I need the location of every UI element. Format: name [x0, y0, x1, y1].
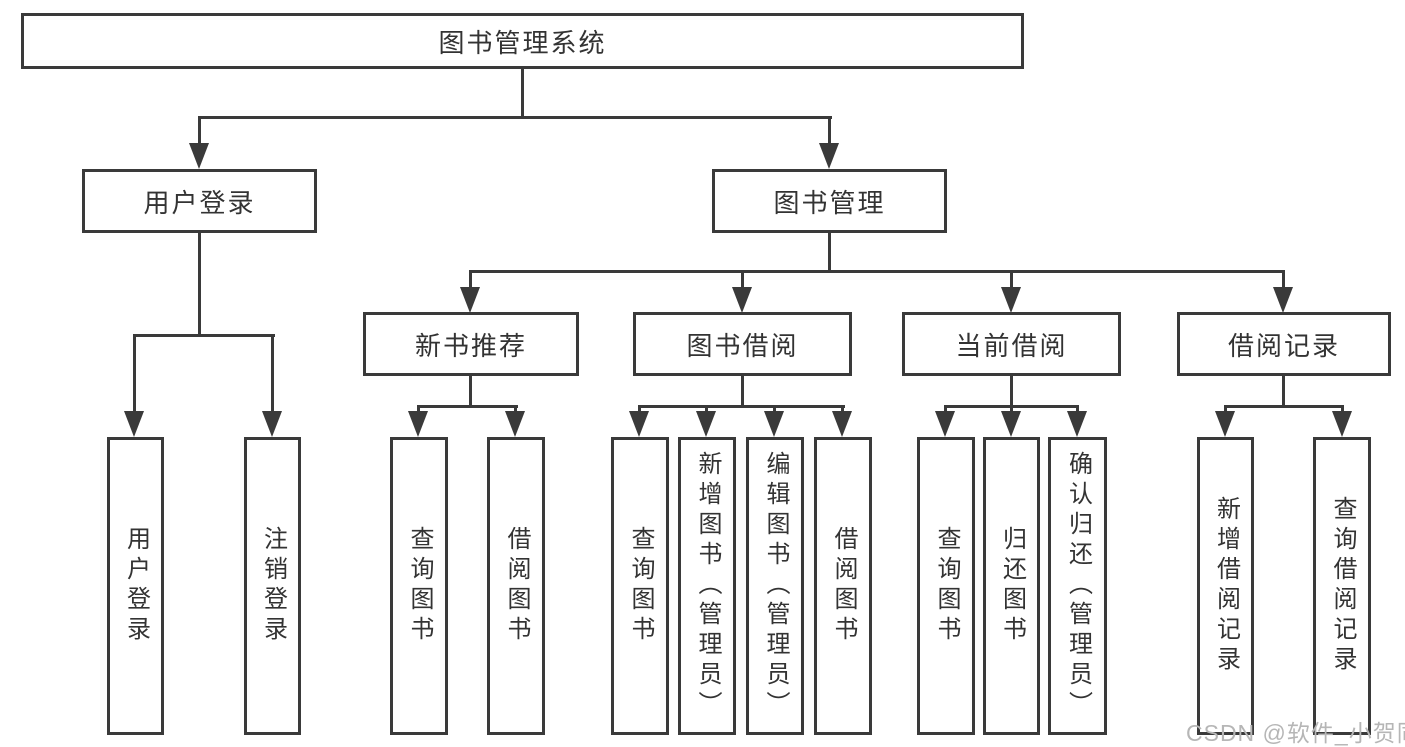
- connector-line: [469, 270, 1283, 273]
- leaf-user-login-label: 用户登录: [122, 526, 150, 646]
- node-user-login: 用户登录: [82, 169, 317, 233]
- connector-line: [198, 116, 832, 119]
- connector-line: [198, 116, 201, 145]
- arrow-down-icon: [505, 411, 525, 437]
- connector-line: [1224, 405, 1344, 408]
- connector-line: [841, 405, 844, 415]
- leaf-borrowing-query-books: 查询图书: [611, 437, 669, 735]
- connector-line: [638, 405, 641, 415]
- arrow-down-icon: [629, 411, 649, 437]
- node-book-management: 图书管理: [712, 169, 947, 233]
- connector-line: [133, 334, 136, 413]
- connector-line: [469, 376, 472, 408]
- leaf-current-query-books-label: 查询图书: [933, 526, 960, 646]
- connector-line: [638, 405, 845, 408]
- node-new-book-recommend: 新书推荐: [363, 312, 579, 376]
- arrow-down-icon: [935, 411, 955, 437]
- node-root-label: 图书管理系统: [438, 27, 607, 58]
- connector-line: [773, 405, 776, 415]
- leaf-return-books-label: 归还图书: [998, 526, 1026, 646]
- leaf-add-book-admin-label: 新增图书（管理员）: [694, 451, 721, 721]
- arrow-down-icon: [832, 411, 852, 437]
- node-user-login-label: 用户登录: [143, 187, 256, 218]
- leaf-logout-label: 注销登录: [259, 526, 287, 646]
- connector-line: [1282, 376, 1285, 408]
- leaf-add-borrow-record-label: 新增借阅记录: [1212, 496, 1240, 676]
- leaf-current-query-books: 查询图书: [917, 437, 975, 735]
- connector-line: [1341, 405, 1344, 415]
- arrow-down-icon: [764, 411, 784, 437]
- leaf-confirm-return-admin: 确认归还（管理员）: [1048, 437, 1107, 735]
- connector-line: [469, 270, 472, 290]
- node-book-borrowing: 图书借阅: [633, 312, 852, 376]
- arrow-down-icon: [1001, 411, 1021, 437]
- connector-line: [1224, 405, 1227, 415]
- arrow-down-icon: [408, 411, 428, 437]
- leaf-recommend-borrow-books-label: 借阅图书: [503, 526, 530, 646]
- connector-line: [705, 405, 708, 415]
- connector-line: [1010, 405, 1013, 415]
- leaf-user-login: 用户登录: [107, 437, 164, 735]
- node-current-borrowing: 当前借阅: [902, 312, 1121, 376]
- leaf-recommend-query-books-label: 查询图书: [406, 526, 433, 646]
- connector-line: [514, 405, 517, 415]
- node-book-borrowing-label: 图书借阅: [686, 330, 799, 361]
- leaf-borrowing-borrow-books-label: 借阅图书: [830, 526, 857, 646]
- connector-line: [944, 405, 947, 415]
- arrow-down-icon: [1067, 411, 1087, 437]
- leaf-edit-book-admin-label: 编辑图书（管理员）: [762, 451, 789, 721]
- connector-line: [828, 116, 831, 145]
- connector-line: [1282, 270, 1285, 290]
- leaf-borrowing-query-books-label: 查询图书: [627, 526, 654, 646]
- arrow-down-icon: [460, 287, 480, 313]
- arrow-down-icon: [732, 287, 752, 313]
- leaf-confirm-return-admin-label: 确认归还（管理员）: [1064, 451, 1092, 721]
- node-root-library-system: 图书管理系统: [21, 13, 1024, 69]
- leaf-recommend-borrow-books: 借阅图书: [487, 437, 545, 735]
- node-current-borrowing-label: 当前借阅: [955, 330, 1068, 361]
- connector-line: [1010, 270, 1013, 290]
- leaf-recommend-query-books: 查询图书: [390, 437, 448, 735]
- connector-line: [1010, 376, 1013, 408]
- connector-line: [133, 334, 275, 337]
- leaf-add-borrow-record: 新增借阅记录: [1197, 437, 1254, 735]
- arrow-down-icon: [1332, 411, 1352, 437]
- arrow-down-icon: [1215, 411, 1235, 437]
- leaf-return-books: 归还图书: [983, 437, 1040, 735]
- connector-line: [741, 376, 744, 408]
- leaf-logout: 注销登录: [244, 437, 301, 735]
- leaf-borrowing-borrow-books: 借阅图书: [814, 437, 872, 735]
- arrow-down-icon: [1001, 287, 1021, 313]
- node-borrow-records-label: 借阅记录: [1227, 330, 1340, 361]
- arrow-down-icon: [1273, 287, 1293, 313]
- node-borrow-records: 借阅记录: [1177, 312, 1391, 376]
- connector-line: [417, 405, 420, 415]
- connector-line: [521, 69, 524, 119]
- node-book-management-label: 图书管理: [773, 187, 886, 218]
- leaf-query-borrow-record: 查询借阅记录: [1313, 437, 1371, 735]
- leaf-edit-book-admin: 编辑图书（管理员）: [746, 437, 804, 735]
- leaf-query-borrow-record-label: 查询借阅记录: [1329, 496, 1356, 676]
- connector-line: [417, 405, 518, 408]
- connector-line: [741, 270, 744, 290]
- arrow-down-icon: [124, 411, 144, 437]
- arrow-down-icon: [189, 143, 209, 169]
- connector-line: [198, 233, 201, 337]
- connector-line: [271, 334, 274, 413]
- arrow-down-icon: [696, 411, 716, 437]
- node-new-book-recommend-label: 新书推荐: [414, 330, 527, 361]
- arrow-down-icon: [819, 143, 839, 169]
- arrow-down-icon: [262, 411, 282, 437]
- leaf-add-book-admin: 新增图书（管理员）: [678, 437, 736, 735]
- connector-line: [828, 233, 831, 273]
- connector-line: [1076, 405, 1079, 415]
